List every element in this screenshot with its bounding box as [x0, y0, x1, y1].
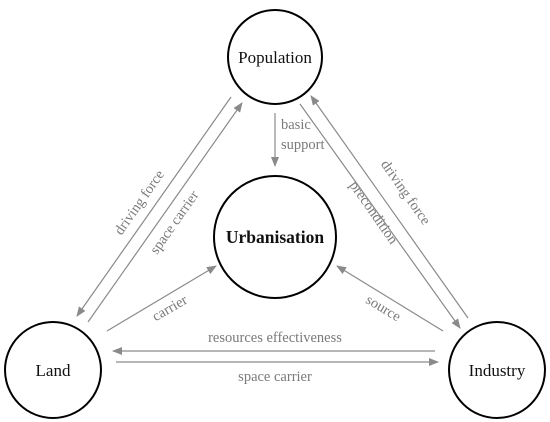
arrow-industry-to-population [310, 95, 469, 319]
node-urbanisation: Urbanisation [213, 175, 337, 299]
edge-label-bottom-space-carrier: space carrier [238, 369, 312, 385]
edge-label-carrier: carrier [150, 292, 191, 325]
edge-label-basic: basic [281, 117, 311, 133]
node-land: Land [4, 321, 102, 419]
edge-label-resources-effectiveness: resources effectiveness [208, 330, 342, 346]
node-label-population: Population [238, 48, 312, 67]
arrow-land-to-population [87, 102, 243, 323]
node-population: Population [227, 9, 323, 105]
arrow-industry-to-urbanisation [336, 265, 444, 332]
arrow-population-to-land [76, 96, 232, 317]
arrow-population-to-industry [299, 103, 461, 329]
arrow-land-to-urbanisation [106, 265, 217, 332]
edge-label-source: source [363, 292, 404, 325]
node-label-urbanisation: Urbanisation [226, 227, 324, 247]
node-industry: Industry [448, 321, 546, 419]
edge-label-support: support [281, 137, 325, 153]
node-label-land: Land [36, 361, 71, 380]
node-label-industry: Industry [469, 361, 526, 380]
